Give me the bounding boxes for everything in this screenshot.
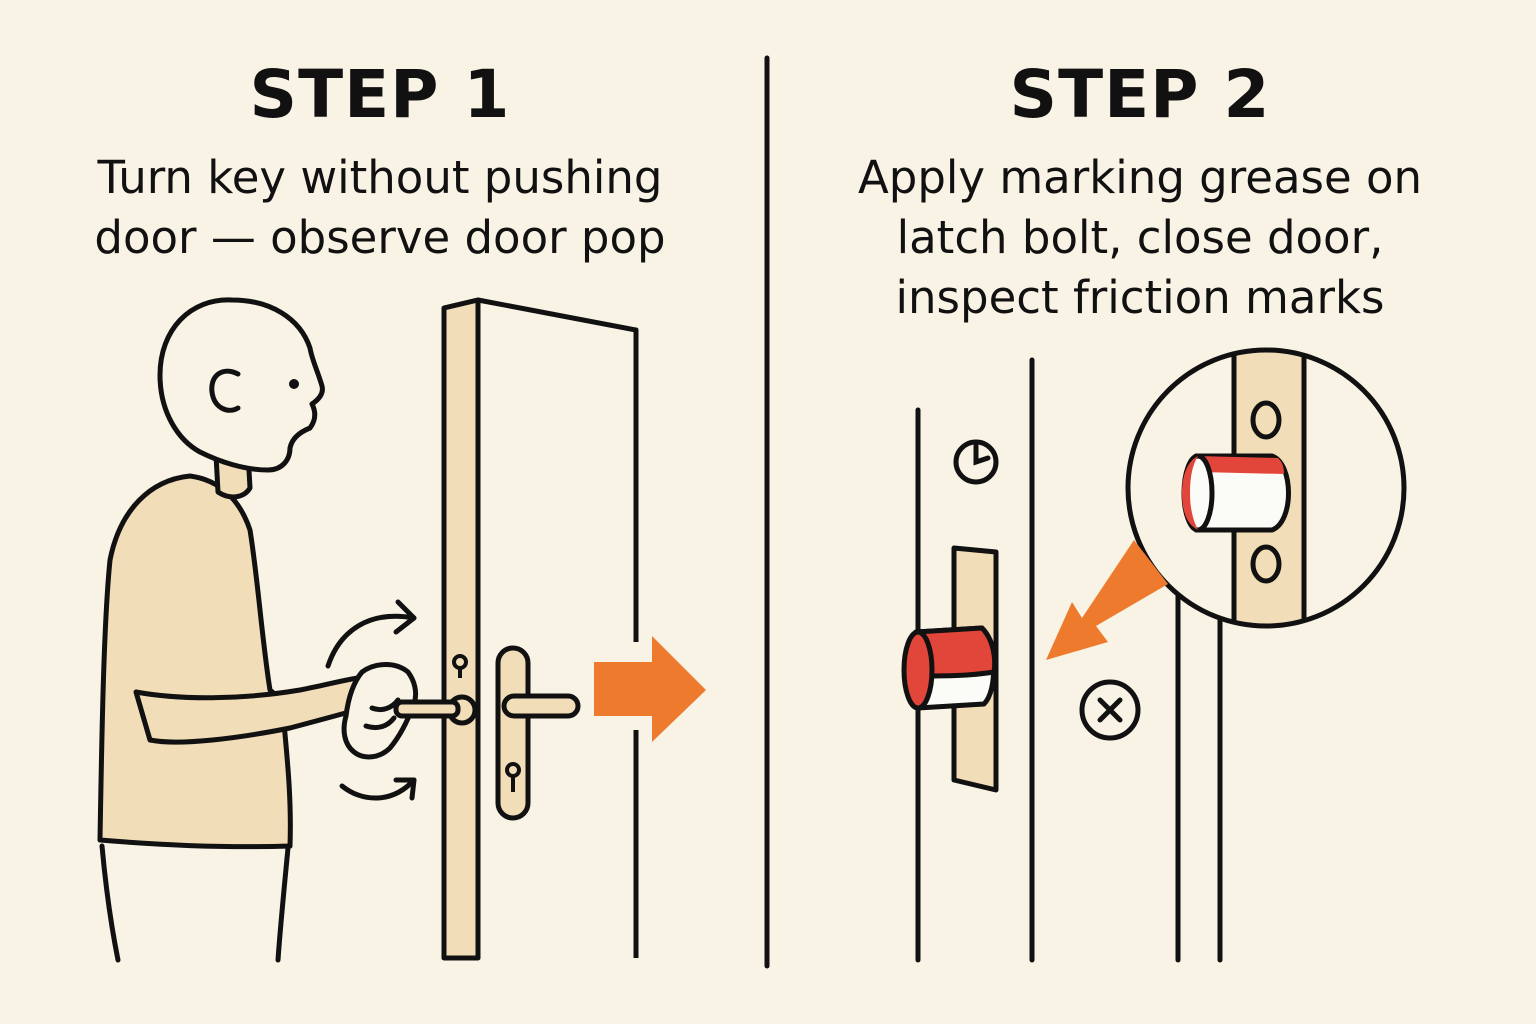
lock-dial	[953, 439, 999, 485]
magnifier-circle-icon	[1125, 347, 1407, 629]
pointer-arrow-icon	[1046, 540, 1168, 660]
lock-dial-hand	[973, 443, 991, 466]
rotation-arrow-icon	[325, 599, 417, 801]
rotation-arrow-bottom	[339, 777, 417, 801]
step1-description: Turn key without pushing door — observe …	[40, 148, 720, 268]
screw-head	[1079, 679, 1141, 741]
screw-cross	[1097, 697, 1123, 723]
step2-description-line: latch bolt, close door,	[896, 211, 1384, 264]
rotation-arrow-bottom-head	[393, 777, 417, 801]
person-head	[157, 297, 325, 473]
step2-text-block: STEP 2 Apply marking grease on latch bol…	[800, 62, 1480, 328]
person-eye	[289, 379, 299, 389]
step1-text-block: STEP 1 Turn key without pushing door — o…	[40, 62, 720, 268]
magnified-screw-hole	[1250, 400, 1282, 440]
person-legs	[99, 843, 121, 963]
door-illustration	[393, 297, 639, 961]
step2-description-line: inspect friction marks	[895, 271, 1385, 324]
key	[393, 699, 461, 719]
magnified-bolt-grease	[1196, 456, 1284, 474]
handle-plate	[495, 645, 531, 821]
door-face	[477, 297, 639, 642]
step2-description: Apply marking grease on latch bolt, clos…	[800, 148, 1480, 328]
person-ear	[209, 368, 241, 413]
step1-description-line: Turn key without pushing	[97, 151, 663, 204]
step2-description-line: Apply marking grease on	[857, 151, 1423, 204]
screw-icon	[1079, 679, 1141, 741]
push-arrow-icon	[594, 636, 706, 742]
step2-title: STEP 2	[1009, 56, 1271, 133]
door-handle-icon	[501, 693, 581, 719]
person-legs	[275, 845, 291, 963]
latch-bolt-icon	[901, 625, 998, 711]
person-turning-key	[97, 297, 419, 963]
lock-dial-icon	[953, 439, 999, 485]
step1-description-line: door — observe door pop	[94, 211, 666, 264]
magnifier-rim	[1125, 347, 1407, 629]
rotation-arrow-top-head	[393, 599, 417, 635]
step1-title: STEP 1	[249, 56, 511, 133]
door-edge	[441, 297, 481, 961]
latch-bolt-end	[901, 629, 935, 711]
rotation-arrow-top	[325, 613, 417, 669]
magnified-bolt-end-grease	[1182, 456, 1198, 530]
person-shirt	[97, 473, 293, 850]
person-finger	[363, 715, 397, 731]
magnified-screw-hole	[1250, 544, 1282, 584]
